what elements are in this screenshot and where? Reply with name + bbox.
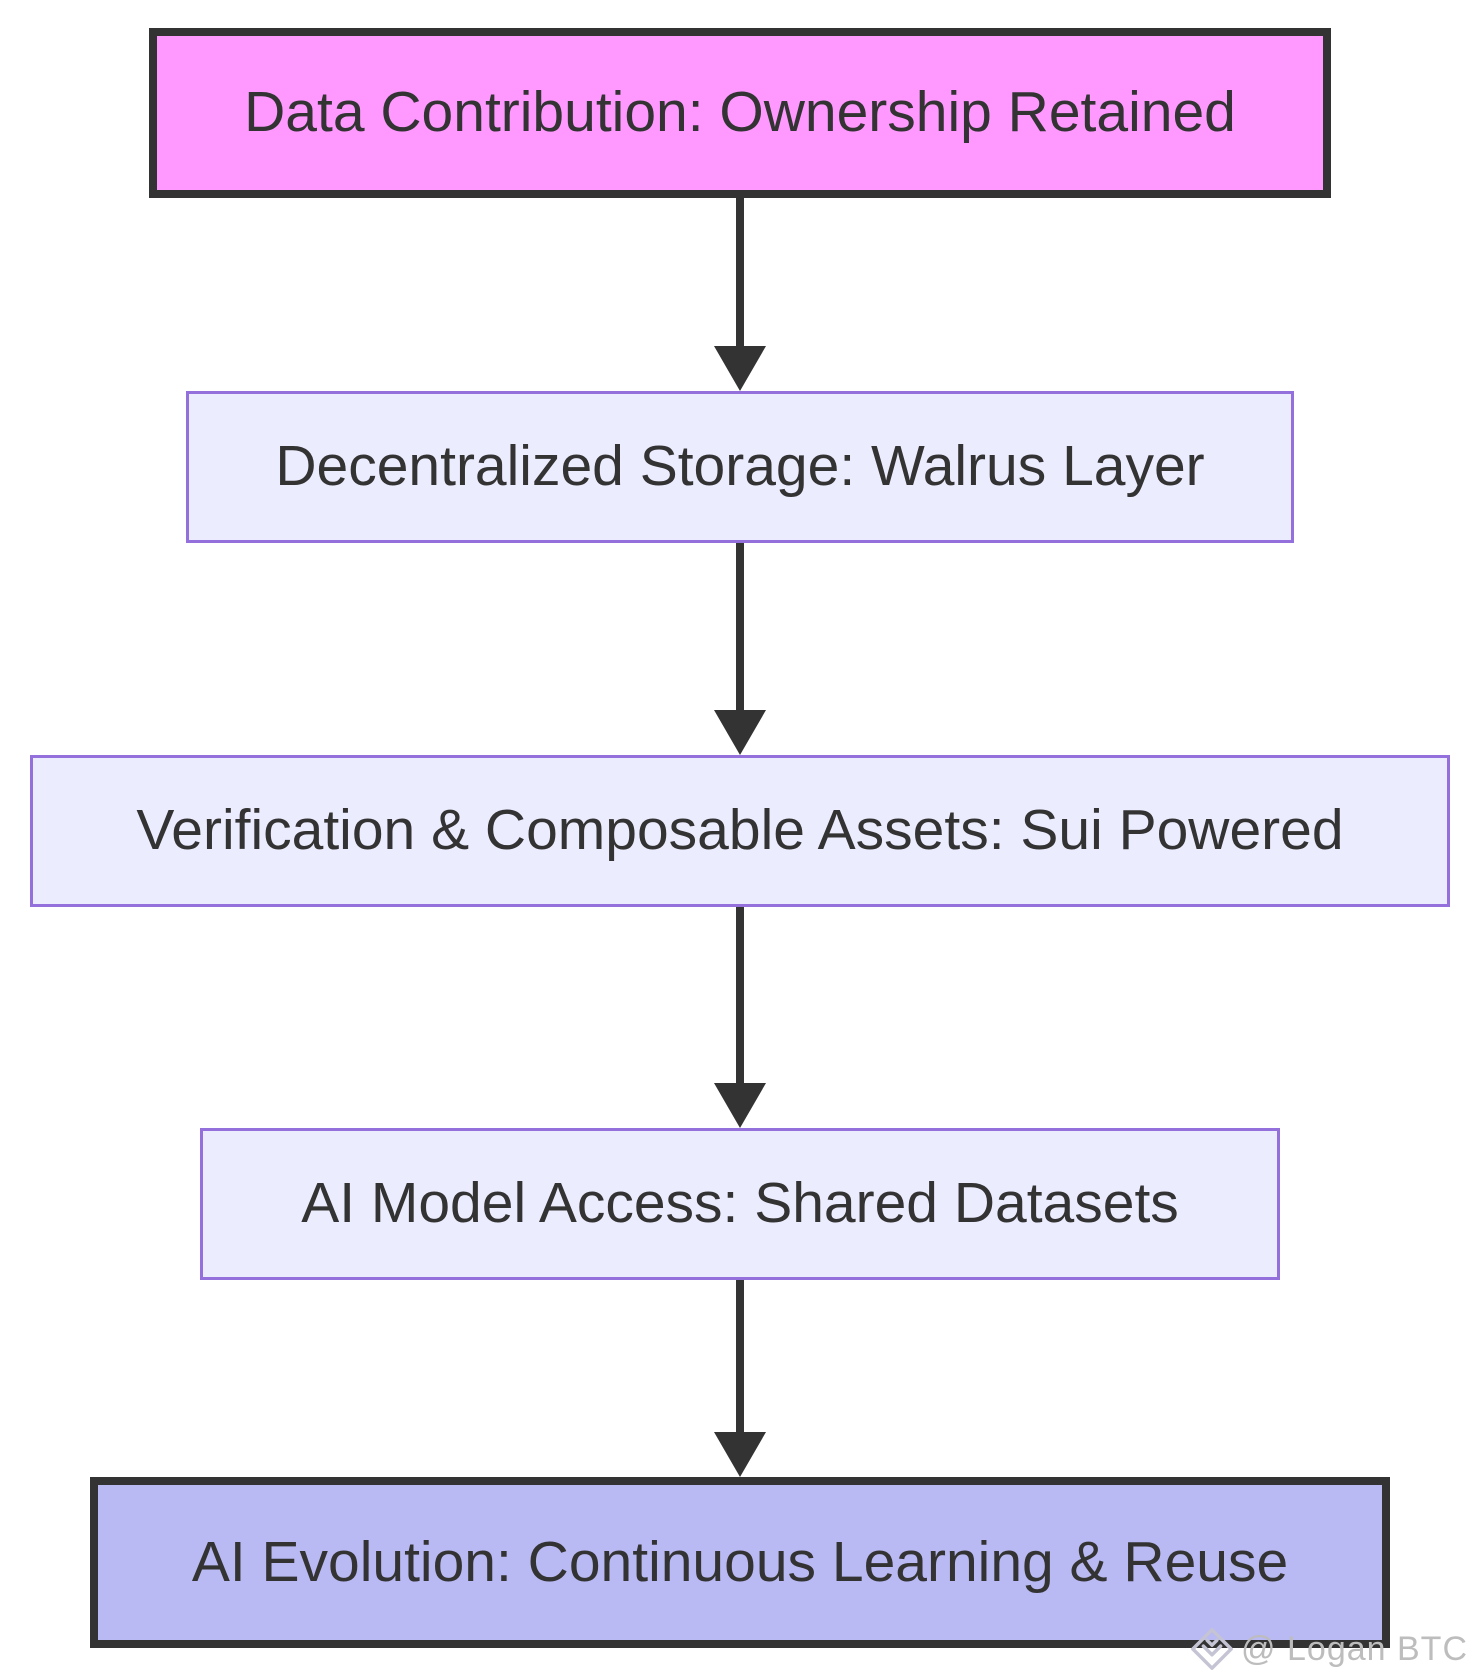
node-ai-model-access: AI Model Access: Shared Datasets xyxy=(200,1128,1280,1280)
node-verification-composable-assets: Verification & Composable Assets: Sui Po… xyxy=(30,755,1450,907)
arrow-n4-n5 xyxy=(714,1280,766,1477)
node-label-ai-model-access: AI Model Access: Shared Datasets xyxy=(301,1171,1179,1236)
arrow-head-icon xyxy=(714,346,766,391)
node-label-decentralized-storage: Decentralized Storage: Walrus Layer xyxy=(275,434,1205,499)
gem-icon xyxy=(1189,1626,1235,1672)
node-label-data-contribution: Data Contribution: Ownership Retained xyxy=(244,80,1236,145)
watermark-text: @ Logan BTC xyxy=(1241,1629,1468,1668)
arrow-n1-n2 xyxy=(714,198,766,391)
node-data-contribution: Data Contribution: Ownership Retained xyxy=(149,28,1331,198)
arrow-n3-n4 xyxy=(714,907,766,1128)
arrow-shaft xyxy=(736,198,744,349)
node-decentralized-storage: Decentralized Storage: Walrus Layer xyxy=(186,391,1294,543)
watermark: @ Logan BTC xyxy=(1189,1626,1468,1672)
arrow-shaft xyxy=(736,1280,744,1435)
arrow-head-icon xyxy=(714,1432,766,1477)
arrow-head-icon xyxy=(714,1083,766,1128)
arrow-head-icon xyxy=(714,710,766,755)
node-label-ai-evolution: AI Evolution: Continuous Learning & Reus… xyxy=(191,1529,1289,1594)
arrow-shaft xyxy=(736,907,744,1086)
arrow-n2-n3 xyxy=(714,543,766,755)
arrow-shaft xyxy=(736,543,744,713)
node-ai-evolution: AI Evolution: Continuous Learning & Reus… xyxy=(90,1477,1390,1648)
node-label-verification-composable-assets: Verification & Composable Assets: Sui Po… xyxy=(136,798,1344,863)
